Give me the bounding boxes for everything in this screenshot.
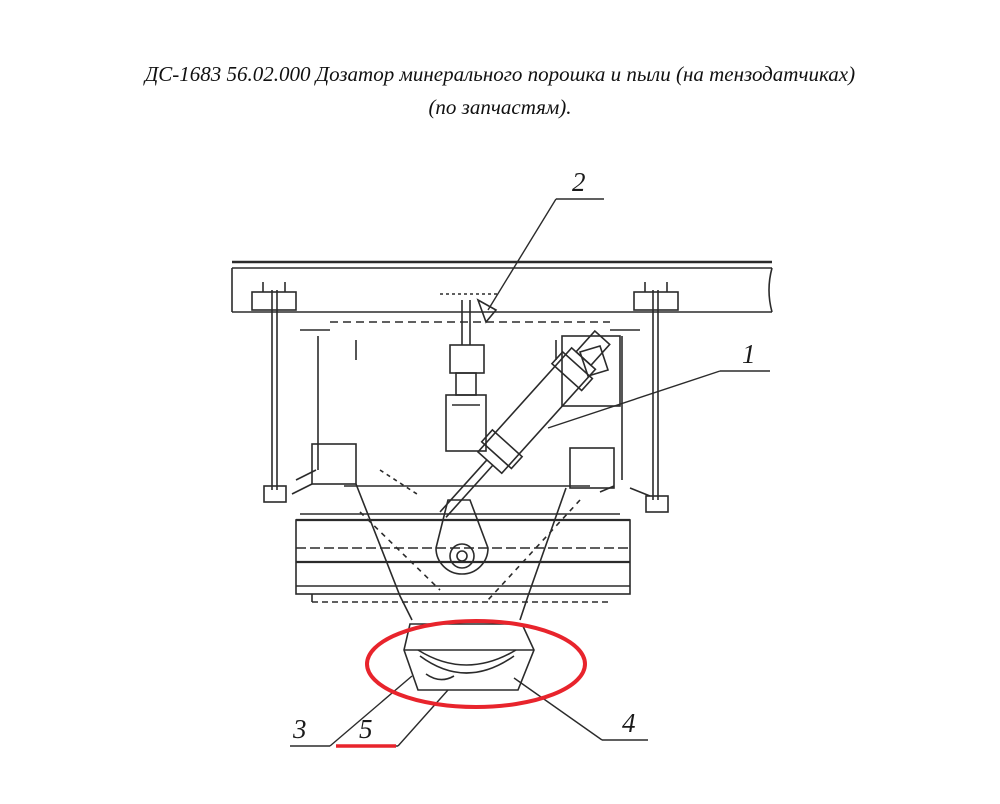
callout-label-4: 4 [622, 708, 636, 738]
callout-label-3: 3 [292, 714, 307, 744]
load-cell-boxes [291, 443, 651, 497]
title-line-1: ДС-1683 56.02.000 Дозатор минерального п… [144, 62, 856, 86]
left-hanger [251, 282, 319, 503]
discharge-chute [403, 623, 535, 691]
document-title: ДС-1683 56.02.000 Дозатор минерального п… [0, 58, 1000, 124]
hydraulic-cylinder [439, 329, 611, 518]
callout-label-5: 5 [359, 714, 373, 744]
hopper-body [295, 469, 631, 621]
leader-lines [290, 198, 770, 747]
right-hanger [621, 282, 679, 513]
central-suspension [440, 293, 500, 452]
title-line-2: (по запчастям). [428, 95, 572, 119]
callout-label-1: 1 [742, 339, 756, 369]
top-beam [231, 260, 773, 331]
highlight-ellipse [365, 619, 587, 709]
callout-label-2: 2 [572, 167, 586, 197]
pivot-lever [435, 499, 489, 575]
